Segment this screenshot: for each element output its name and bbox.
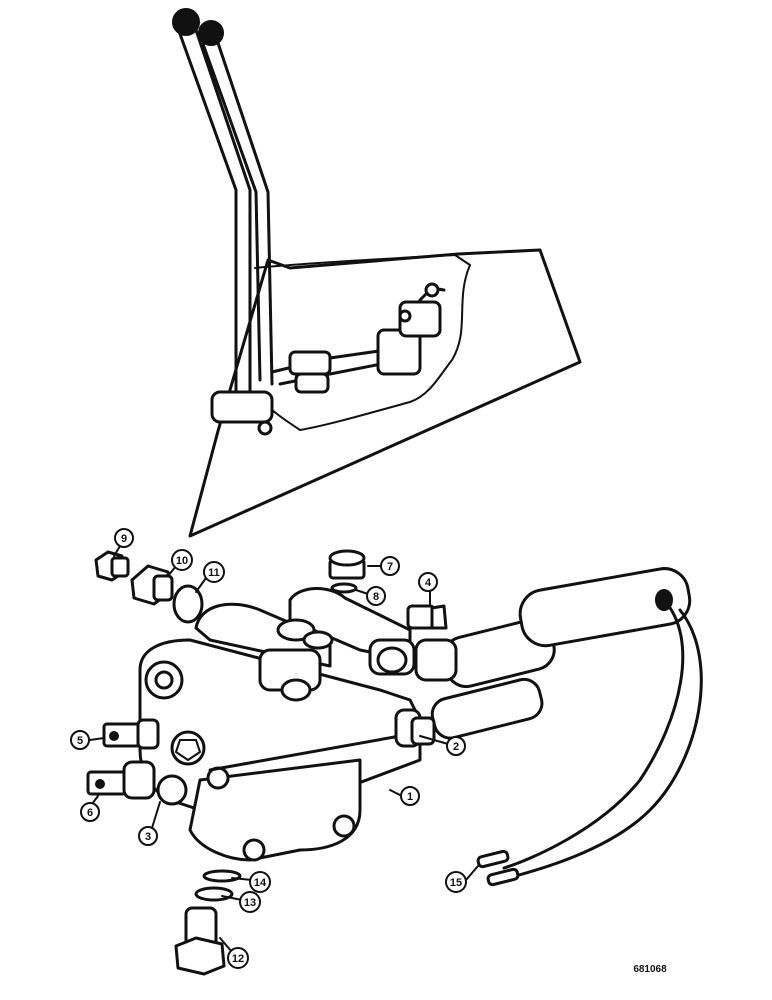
svg-text:11: 11	[208, 567, 220, 579]
fitting-2	[410, 716, 436, 746]
bracket-nut	[424, 282, 440, 298]
callout-1: 1	[400, 786, 420, 806]
base-bolt-hole-right	[332, 814, 356, 838]
svg-text:1: 1	[407, 791, 413, 803]
spool-5	[102, 718, 160, 750]
lever-left	[178, 28, 252, 402]
callout-13: 13	[239, 891, 261, 913]
svg-text:12: 12	[232, 953, 244, 965]
svg-text:9: 9	[121, 533, 127, 545]
svg-text:15: 15	[450, 877, 462, 889]
svg-text:14: 14	[254, 877, 267, 889]
hose-lower	[498, 608, 703, 882]
control-lever-assembly	[172, 8, 582, 538]
svg-text:5: 5	[77, 735, 83, 747]
hose-upper	[502, 598, 685, 870]
hex-bolt	[175, 739, 201, 761]
lever-right	[201, 38, 274, 386]
washer-13	[194, 886, 234, 902]
leader-lines	[89, 545, 479, 953]
callout-10: 10	[171, 549, 193, 571]
callout-14: 14	[249, 871, 271, 893]
callout-15: 15	[445, 871, 467, 893]
relief-valve-4	[406, 604, 448, 630]
pivot-bolt	[257, 420, 273, 436]
lever-knob-right	[198, 20, 224, 46]
svg-text:13: 13	[244, 897, 256, 909]
cylinder-gland-upper	[414, 638, 458, 682]
plate-cutout	[254, 254, 471, 431]
valve-base	[188, 758, 362, 862]
lever-pivot-hub	[210, 390, 274, 424]
hydraulic-cylinder	[410, 567, 692, 746]
cylinder-body-lower	[430, 677, 544, 740]
valve-end-face	[376, 646, 408, 674]
callout-6: 6	[80, 802, 100, 822]
callout-2: 2	[446, 736, 466, 756]
callout-4: 4	[418, 572, 438, 592]
callout-7: 7	[380, 556, 400, 576]
svg-text:6: 6	[87, 807, 93, 819]
callout-3: 3	[138, 826, 158, 846]
spool-6	[86, 760, 156, 800]
base-bolt-hole-left	[242, 838, 266, 862]
control-valve-body	[138, 587, 422, 862]
svg-text:10: 10	[176, 555, 188, 567]
callout-12: 12	[227, 947, 249, 969]
wire-terminals-15	[476, 849, 520, 887]
svg-text:2: 2	[453, 741, 459, 753]
o-ring-8	[330, 582, 358, 594]
plug-3	[156, 774, 188, 806]
cylinder-barrel	[518, 567, 692, 648]
port-right	[302, 630, 334, 650]
bracket-bolt	[398, 309, 412, 323]
linkage-clevis-left	[288, 350, 332, 376]
callout-8: 8	[366, 586, 386, 606]
svg-text:7: 7	[387, 561, 393, 573]
housing-parting-line	[208, 734, 402, 772]
washer-14	[202, 869, 242, 883]
svg-text:4: 4	[425, 577, 432, 589]
callout-11: 11	[203, 561, 225, 583]
valve-cap-bolt	[154, 670, 174, 690]
fitting-adapter-10	[130, 564, 174, 606]
mounting-plate	[188, 248, 582, 538]
o-ring-11	[172, 584, 204, 624]
svg-text:8: 8	[373, 591, 379, 603]
lever-knob-left	[172, 8, 200, 36]
svg-text:3: 3	[145, 831, 151, 843]
fitting-12	[174, 906, 226, 976]
drawing-code: 681068	[633, 964, 667, 975]
callout-5: 5	[70, 730, 90, 750]
linkage-clevis-lower	[294, 372, 330, 394]
plug-7	[328, 549, 366, 580]
fitting-plug-9	[94, 550, 130, 582]
callout-9: 9	[114, 528, 134, 548]
port-boss-end	[280, 678, 312, 702]
